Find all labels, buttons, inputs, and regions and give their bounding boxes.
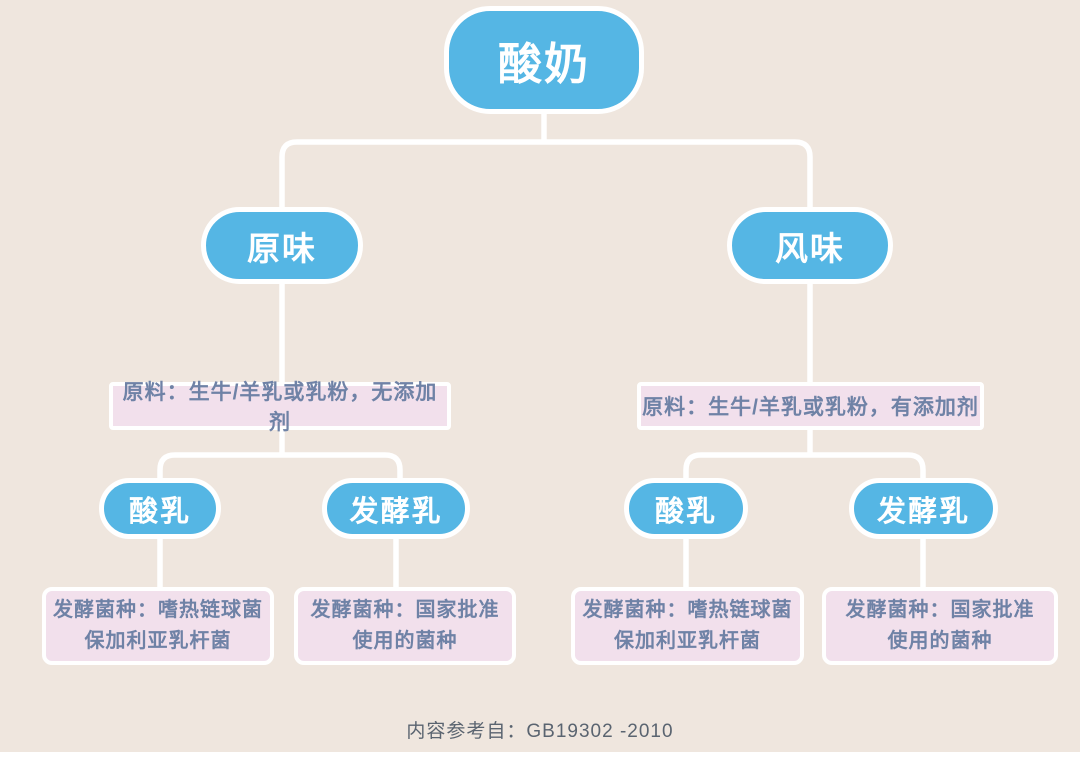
- culture-line-2: 使用的菌种: [887, 630, 993, 652]
- root-node-label: 酸奶: [498, 40, 590, 89]
- culture-line-1: 发酵菌种：国家批准: [310, 599, 500, 621]
- node-sour-milk-original-label: 酸乳: [128, 495, 191, 528]
- root-node-yogurt: 酸奶: [444, 6, 644, 114]
- ingredient-box-original-text: 原料：生牛/羊乳或乳粉，无添加剂: [122, 381, 438, 434]
- node-fermented-milk-original: 发酵乳: [322, 478, 470, 539]
- culture-box-text: 发酵菌种：国家批准 使用的菌种: [311, 595, 500, 657]
- node-fermented-milk-flavored: 发酵乳: [849, 478, 998, 539]
- culture-box-text: 发酵菌种：国家批准 使用的菌种: [846, 595, 1035, 657]
- culture-line-2: 保加利亚乳杆菌: [84, 630, 232, 652]
- culture-line-1: 发酵菌种：嗜热链球菌: [53, 599, 263, 621]
- culture-box-text: 发酵菌种：嗜热链球菌 保加利亚乳杆菌: [583, 595, 793, 657]
- node-flavored-label: 风味: [775, 229, 845, 267]
- culture-line-2: 保加利亚乳杆菌: [614, 630, 761, 652]
- node-original-flavor: 原味: [201, 207, 363, 284]
- node-fermented-milk-flavored-label: 发酵乳: [876, 495, 970, 528]
- node-original-flavor-label: 原味: [247, 229, 317, 267]
- ingredient-box-flavored-text: 原料：生牛/羊乳或乳粉，有添加剂: [642, 396, 979, 419]
- culture-box-sour-milk-flavored: 发酵菌种：嗜热链球菌 保加利亚乳杆菌: [571, 587, 804, 665]
- ingredient-box-original: 原料：生牛/羊乳或乳粉，无添加剂: [109, 381, 451, 434]
- culture-box-fermented-milk-flavored: 发酵菌种：国家批准 使用的菌种: [822, 587, 1058, 665]
- node-sour-milk-original: 酸乳: [99, 478, 221, 539]
- node-sour-milk-flavored-label: 酸乳: [654, 495, 717, 528]
- bottom-white-strip: [0, 752, 1080, 757]
- culture-box-text: 发酵菌种：嗜热链球菌 保加利亚乳杆菌: [53, 595, 263, 657]
- node-flavored: 风味: [727, 207, 893, 284]
- reference-note: 内容参考自：GB19302 -2010: [406, 721, 674, 742]
- culture-line-1: 发酵菌种：嗜热链球菌: [582, 599, 793, 621]
- node-fermented-milk-original-label: 发酵乳: [349, 495, 443, 528]
- culture-box-sour-milk-original: 发酵菌种：嗜热链球菌 保加利亚乳杆菌: [42, 587, 274, 665]
- node-sour-milk-flavored: 酸乳: [624, 478, 748, 539]
- culture-box-fermented-milk-original: 发酵菌种：国家批准 使用的菌种: [294, 587, 516, 665]
- culture-line-1: 发酵菌种：国家批准: [845, 599, 1035, 621]
- ingredient-box-flavored: 原料：生牛/羊乳或乳粉，有添加剂: [637, 382, 984, 430]
- culture-line-2: 使用的菌种: [352, 630, 458, 652]
